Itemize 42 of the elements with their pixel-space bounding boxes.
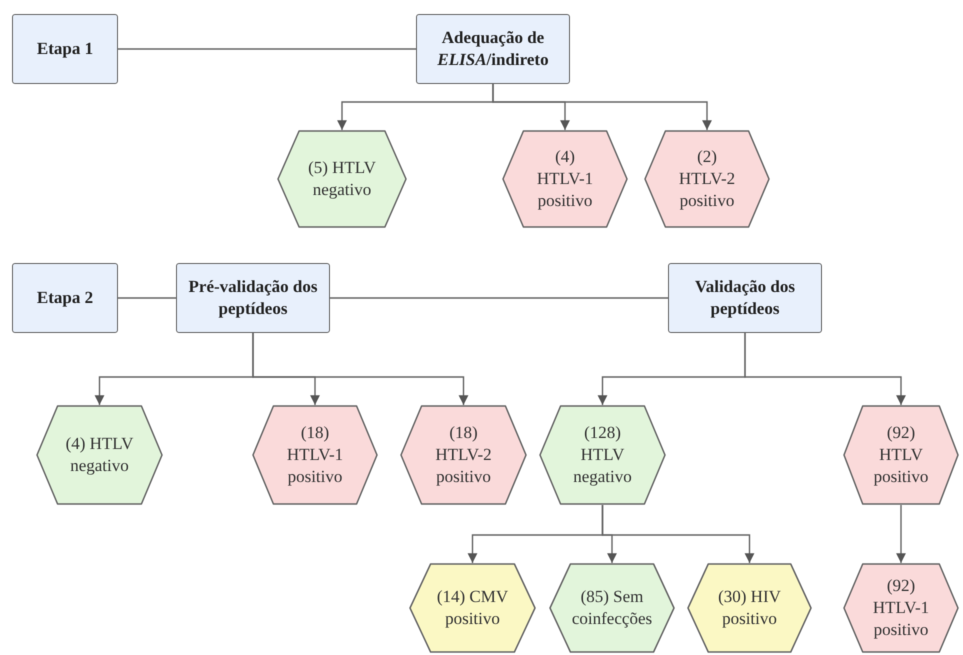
node-label: Etapa 2 bbox=[36, 286, 94, 309]
connector-line bbox=[118, 48, 416, 50]
node-label: Adequação de ELISA/indireto bbox=[436, 26, 550, 71]
hexagon-node bbox=[36, 405, 163, 505]
hexagon-node bbox=[409, 563, 536, 653]
node-label: Validação dos peptídeos bbox=[694, 276, 796, 320]
hexagon-node bbox=[502, 130, 628, 228]
hexagon-node bbox=[252, 405, 378, 505]
node-label: Pré-validação dos peptídeos bbox=[188, 276, 318, 320]
hexagon-node bbox=[549, 563, 675, 653]
process-box bbox=[12, 263, 118, 333]
hexagon-node bbox=[843, 405, 959, 505]
connector-line bbox=[118, 297, 176, 299]
arrow bbox=[744, 333, 906, 405]
node-label: (4) HTLV negativo bbox=[64, 432, 134, 477]
node-label: (85) Sem coinfecções bbox=[570, 586, 654, 630]
process-box bbox=[668, 263, 822, 333]
hexagon-node bbox=[687, 563, 812, 653]
hexagon-node bbox=[400, 405, 527, 505]
process-box bbox=[176, 263, 330, 333]
node-label: (128) HTLV negativo bbox=[572, 422, 633, 488]
arrow bbox=[492, 84, 712, 130]
node-label: (18) HTLV-2 positivo bbox=[434, 422, 493, 488]
arrow bbox=[602, 505, 754, 563]
hexagon-node bbox=[539, 405, 666, 505]
hexagon-node bbox=[843, 563, 959, 653]
arrow bbox=[252, 333, 468, 405]
node-label: Etapa 1 bbox=[36, 38, 94, 60]
connector-line bbox=[330, 297, 668, 299]
node-label: (92) HTLV-1 positivo bbox=[872, 574, 930, 642]
node-label: (14) CMV positivo bbox=[436, 586, 510, 630]
process-box bbox=[416, 14, 570, 84]
node-label: (92) HTLV positivo bbox=[872, 422, 930, 488]
node-label: (4) HTLV-1 positivo bbox=[536, 146, 594, 212]
node-label: (2) HTLV-2 positivo bbox=[678, 146, 736, 212]
arrow bbox=[896, 505, 906, 563]
hexagon-node bbox=[277, 130, 407, 228]
hexagon-node bbox=[644, 130, 770, 228]
process-box bbox=[12, 14, 118, 84]
node-label: (18) HTLV-1 positivo bbox=[286, 422, 344, 488]
node-label: (30) HIV positivo bbox=[717, 586, 782, 630]
node-label: (5) HTLV negativo bbox=[307, 156, 377, 201]
